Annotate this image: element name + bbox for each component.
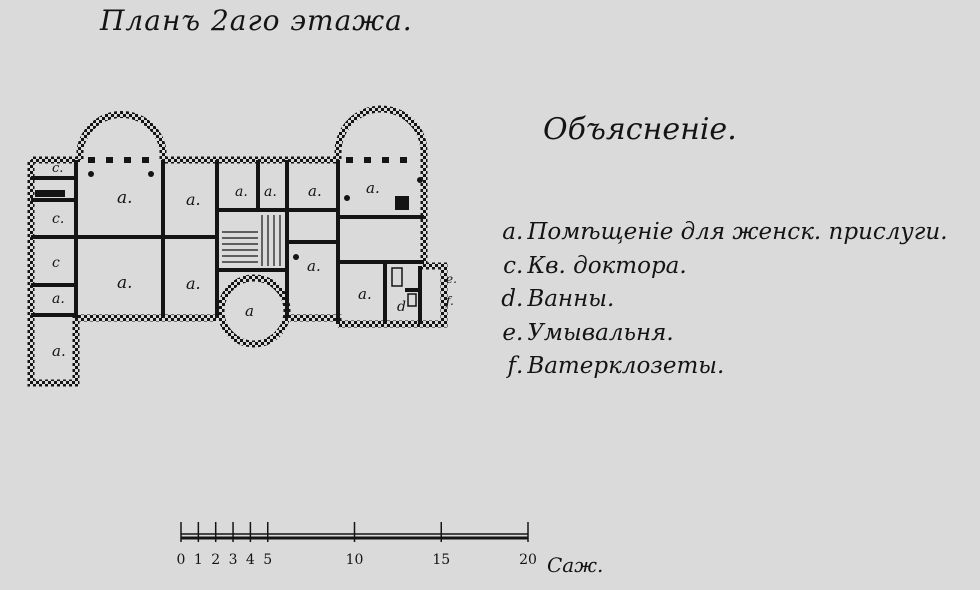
room-label-a: a. bbox=[358, 285, 372, 303]
room-label-a: a. bbox=[308, 182, 322, 200]
interior-walls bbox=[31, 160, 424, 324]
legend-key: e bbox=[502, 319, 516, 346]
room-label-d: d bbox=[397, 299, 406, 315]
room-label-a: a. bbox=[235, 184, 248, 200]
scale-bar bbox=[180, 522, 529, 542]
legend: a.Помѣщеніе для женск. прислуги. c.Кв. д… bbox=[486, 216, 948, 384]
legend-item: d.Ванны. bbox=[486, 283, 948, 317]
scale-tick-label: 20 bbox=[519, 552, 537, 568]
legend-heading: Объясненіе. bbox=[543, 112, 737, 147]
window-marks bbox=[35, 157, 423, 307]
legend-text: Помѣщеніе для женск. прислуги. bbox=[527, 219, 948, 245]
legend-item: a.Помѣщеніе для женск. прислуги. bbox=[486, 216, 948, 250]
legend-item: e.Умывальня. bbox=[486, 317, 948, 351]
legend-key: f bbox=[507, 353, 516, 379]
legend-text: Ванны. bbox=[527, 286, 615, 312]
staircase bbox=[222, 215, 281, 266]
scale-tick-label: 2 bbox=[211, 552, 221, 568]
room-label-c: c bbox=[52, 255, 60, 271]
legend-item: f.Ватерклозеты. bbox=[486, 350, 948, 384]
legend-text: Ватерклозеты. bbox=[527, 353, 725, 379]
scale-tick-label: 3 bbox=[228, 552, 238, 568]
scale-tick-label: 5 bbox=[263, 552, 273, 568]
scale-tick-label: 15 bbox=[432, 552, 451, 568]
room-label-a: a. bbox=[307, 257, 321, 275]
room-label-a: a. bbox=[52, 291, 65, 307]
legend-text: Кв. доктора. bbox=[527, 252, 687, 279]
scale-tick-label: 0 bbox=[176, 552, 186, 568]
room-label-c: c. bbox=[52, 211, 64, 227]
legend-key: c bbox=[503, 252, 516, 279]
room-label-e: e. bbox=[446, 272, 457, 286]
legend-key: d bbox=[501, 286, 516, 312]
plan-title: Планъ 2аго этажа. bbox=[100, 4, 413, 37]
room-label-a: a. bbox=[117, 273, 133, 293]
legend-item: c.Кв. доктора. bbox=[486, 250, 948, 284]
legend-text: Умывальня. bbox=[527, 319, 674, 346]
scale-tick-label: 1 bbox=[193, 552, 203, 568]
room-label-a: a. bbox=[117, 188, 133, 208]
room-label-f: f. bbox=[445, 294, 454, 308]
room-label-a: a. bbox=[52, 342, 66, 360]
legend-key: a bbox=[502, 219, 516, 245]
room-label-a: a. bbox=[186, 190, 201, 209]
exterior-walls bbox=[27, 105, 448, 387]
scale-tick-label: 4 bbox=[245, 552, 255, 568]
room-labels: c. c. c a. a. a. a. a. a. a. a. a. a. a.… bbox=[52, 161, 457, 360]
room-label-a-round: a bbox=[245, 302, 254, 320]
room-label-a: a. bbox=[366, 179, 380, 197]
room-label-a: a. bbox=[186, 274, 201, 293]
scale-unit: Саж. bbox=[547, 553, 604, 577]
room-label-a: a. bbox=[264, 184, 277, 200]
scale-tick-label: 10 bbox=[345, 552, 364, 568]
room-label-c: c. bbox=[52, 161, 63, 176]
